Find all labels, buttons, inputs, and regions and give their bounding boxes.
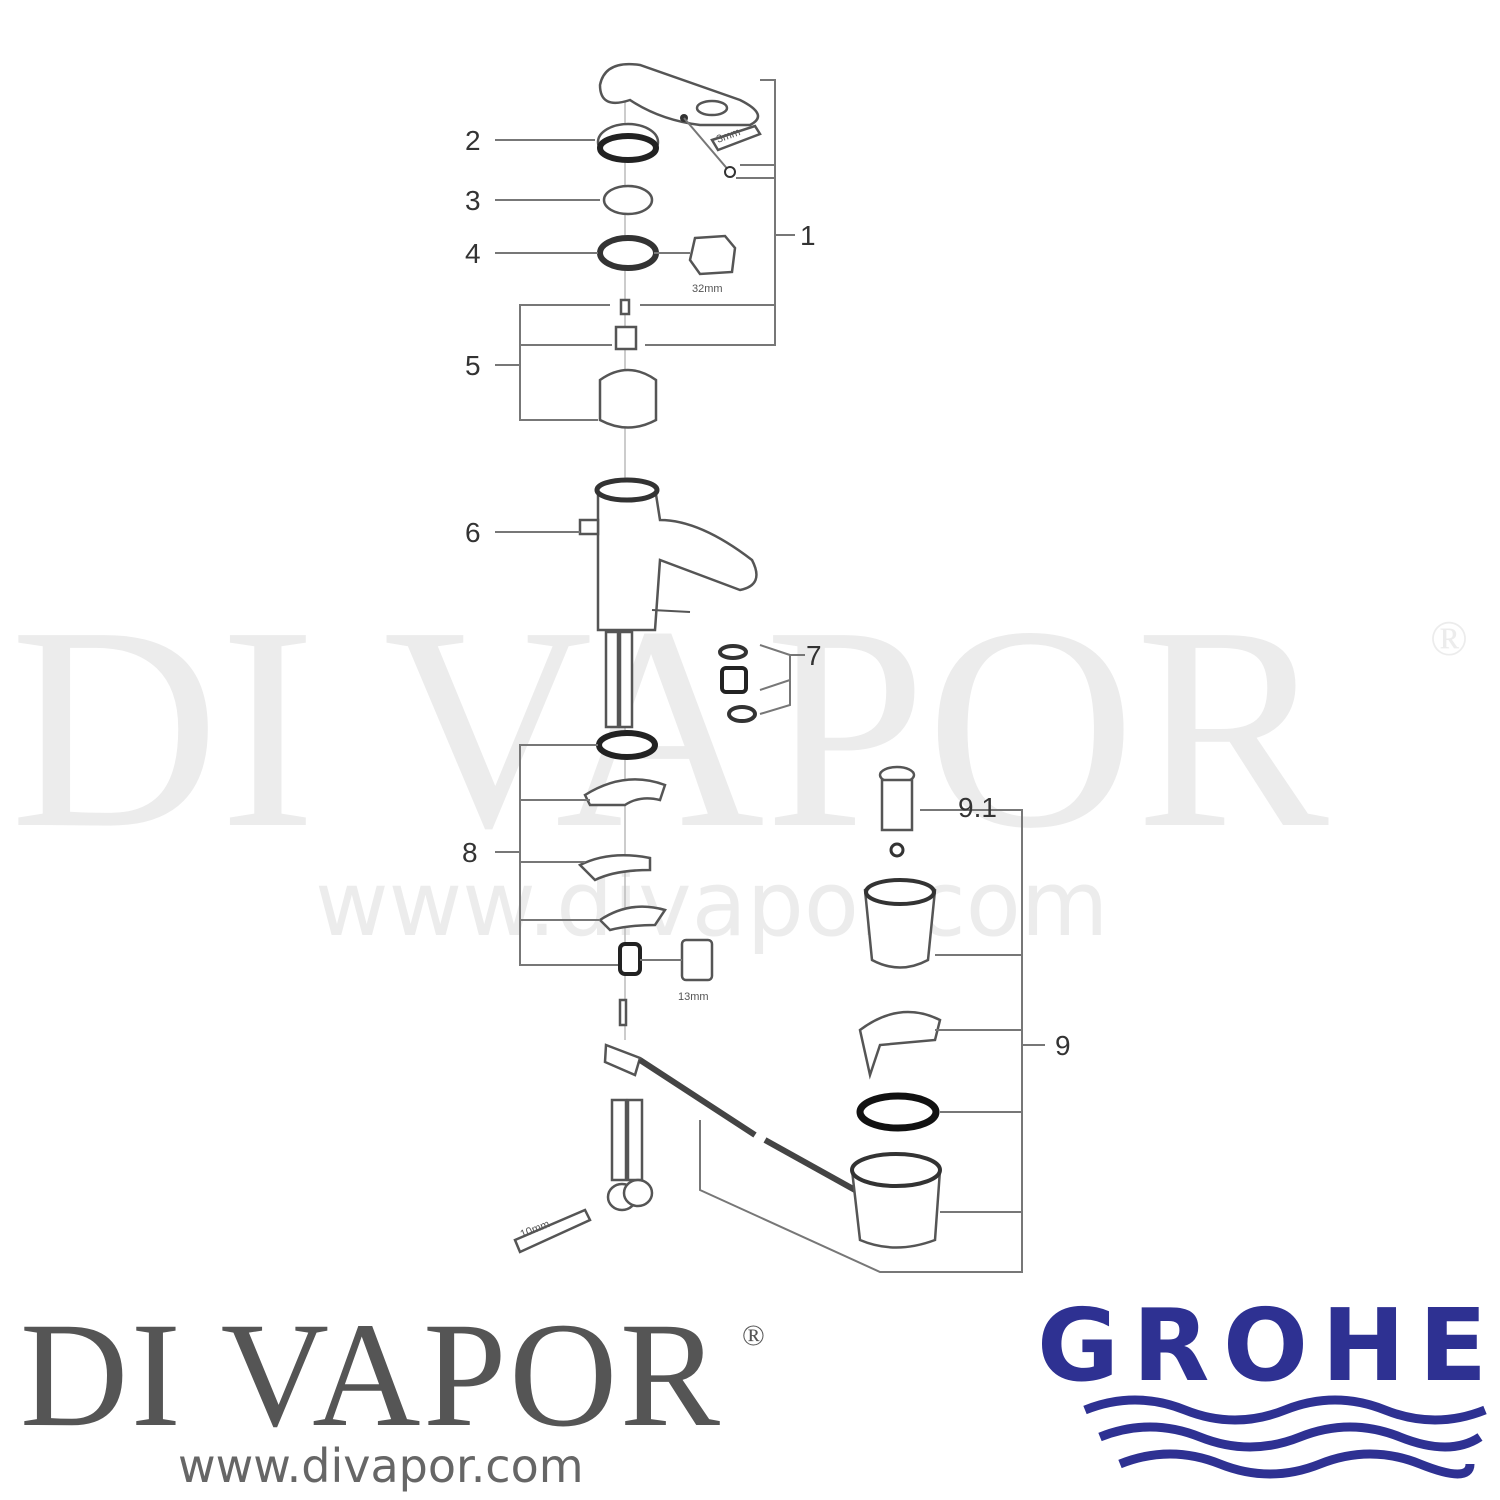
watermark-image — [0, 0, 1500, 1000]
spindle-extension — [614, 325, 638, 351]
wrench-32mm-label: 32mm — [692, 283, 723, 295]
waste-flange — [850, 1168, 942, 1249]
rod-clamp — [603, 1043, 642, 1077]
callout-7: 7 — [806, 640, 822, 671]
fixing-nut — [618, 942, 642, 976]
waste-o-ring — [856, 1092, 940, 1132]
aerator — [720, 666, 748, 694]
o-ring — [596, 730, 658, 760]
callout-1: 1 — [800, 220, 816, 251]
grohe-waves-icon — [1083, 1395, 1487, 1479]
callout-2: 2 — [465, 125, 481, 156]
fixing-plate — [577, 853, 652, 882]
waste-gasket — [858, 1010, 942, 1080]
lever-handle: 3mm — [598, 62, 762, 178]
tap-body — [578, 477, 758, 632]
supply-hose — [604, 630, 620, 729]
wrench-13mm-icon: 13mm — [640, 938, 714, 1003]
adapter — [602, 184, 654, 216]
callout-3: 3 — [465, 185, 481, 216]
aerator-seal — [718, 644, 748, 660]
cartridge — [598, 368, 658, 429]
cartridge-nut — [597, 235, 659, 271]
divapor-logo: DI VAPOR — [20, 1292, 720, 1458]
wrench-32mm-icon: 32mm — [654, 234, 737, 295]
callout-5: 5 — [465, 350, 481, 381]
divapor-registered: ® — [742, 1319, 765, 1352]
leader-lines — [495, 79, 1045, 1273]
callout-4: 4 — [465, 238, 481, 269]
hose-connector — [610, 1098, 628, 1182]
divapor-url: www.divapor.com — [178, 1439, 584, 1493]
wrench-13mm-label: 13mm — [678, 991, 709, 1003]
lift-rod — [638, 1057, 757, 1138]
gasket — [583, 778, 667, 807]
callout-9-1: 9.1 — [958, 792, 997, 823]
wrench-10mm-icon: 10mm — [513, 1208, 592, 1254]
screw — [619, 298, 631, 316]
callout-8: 8 — [462, 837, 478, 868]
callout-6: 6 — [465, 517, 481, 548]
aerator-ring — [727, 705, 757, 723]
horseshoe-washer — [598, 905, 667, 932]
callout-9: 9 — [1055, 1030, 1071, 1061]
grohe-wordmark: GROHE — [1037, 1287, 1487, 1404]
grohe-logo: GROHE — [1037, 1287, 1487, 1479]
